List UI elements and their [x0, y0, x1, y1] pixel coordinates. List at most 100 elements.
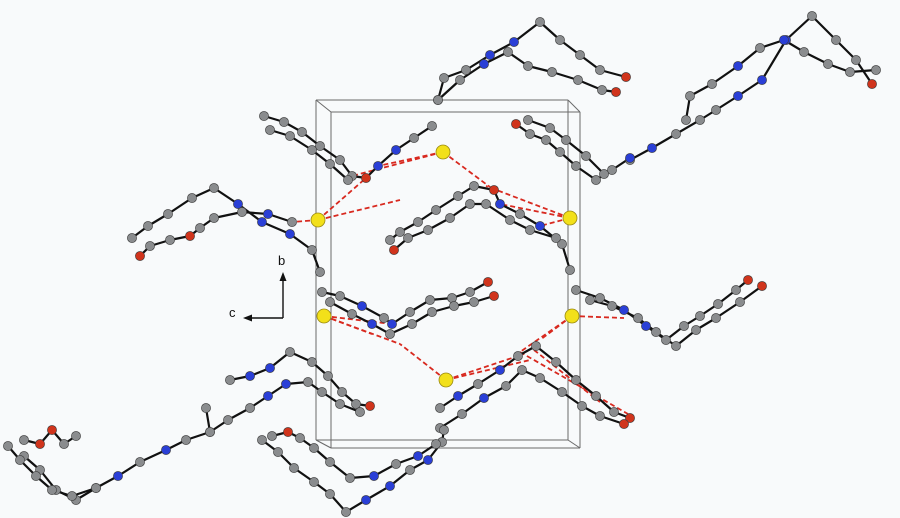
carbon-atom [439, 425, 449, 435]
carbon-atom [481, 199, 491, 209]
carbon-atom [609, 407, 619, 417]
carbon-atom [289, 463, 299, 473]
nitrogen-atom [647, 143, 657, 153]
carbon-atom [279, 117, 289, 127]
carbon-atom [325, 457, 335, 467]
hydrogen-bond [539, 217, 571, 227]
nitrogen-atom [423, 455, 433, 465]
nitrogen-atom [113, 471, 123, 481]
hydrogen-bond [445, 359, 531, 381]
carbon-atom [555, 35, 565, 45]
carbon-atom [711, 313, 721, 323]
carbon-atom [209, 213, 219, 223]
carbon-atom [531, 341, 541, 351]
nitrogen-atom [373, 161, 383, 171]
carbon-atom [237, 207, 247, 217]
nitrogen-atom [281, 379, 291, 389]
carbon-atom [871, 65, 881, 75]
carbon-atom [307, 245, 317, 255]
carbon-atom [581, 151, 591, 161]
carbon-atom [591, 391, 601, 401]
hydrogen-bond [351, 151, 444, 177]
carbon-atom [325, 297, 335, 307]
nitrogen-atom [263, 391, 273, 401]
nitrogen-atom [495, 199, 505, 209]
carbon-atom [651, 327, 661, 337]
carbon-atom [799, 47, 809, 57]
hydrogen-bond [442, 151, 495, 191]
carbon-atom [445, 213, 455, 223]
carbon-atom [433, 95, 443, 105]
carbon-atom [557, 387, 567, 397]
carbon-atom [145, 241, 155, 251]
carbon-atom [427, 307, 437, 317]
carbon-atom [577, 401, 587, 411]
carbon-atom [435, 403, 445, 413]
axis-indicator [243, 272, 287, 322]
carbon-atom [403, 233, 413, 243]
hydrogen-bond [533, 349, 601, 403]
hydrogen-bond [317, 177, 367, 221]
hydrogen-bond [499, 203, 571, 219]
carbon-atom [831, 35, 841, 45]
hydrogen-bond [317, 199, 401, 221]
carbon-atom [845, 67, 855, 77]
carbon-atom [259, 111, 269, 121]
carbon-atom [335, 291, 345, 301]
carbon-atom [341, 507, 351, 517]
nitrogen-atom [733, 91, 743, 101]
carbon-atom [561, 135, 571, 145]
nitrogen-atom [369, 471, 379, 481]
oxygen-atom [283, 427, 293, 437]
carbon-atom [315, 141, 325, 151]
oxygen-atom [361, 173, 371, 183]
carbon-atom [201, 403, 211, 413]
carbon-atom [695, 311, 705, 321]
carbon-atom [405, 307, 415, 317]
carbon-atom [309, 443, 319, 453]
nitrogen-atom [495, 365, 505, 375]
carbon-atom [31, 471, 41, 481]
carbon-atom [413, 217, 423, 227]
carbon-atom [317, 387, 327, 397]
carbon-atom [273, 447, 283, 457]
carbon-atom [523, 61, 533, 71]
nitrogen-atom [391, 145, 401, 155]
carbon-atom [807, 11, 817, 21]
carbon-atom [517, 365, 527, 375]
carbon-atom [181, 435, 191, 445]
carbon-atom [457, 409, 467, 419]
carbon-atom [595, 65, 605, 75]
bond [710, 64, 740, 86]
carbon-atom [541, 135, 551, 145]
carbon-atom [225, 375, 235, 385]
carbon-atom [427, 121, 437, 131]
hydrogen-bond [485, 185, 571, 219]
carbon-atom [385, 235, 395, 245]
atoms [3, 11, 881, 517]
hydrogen-bond [323, 315, 401, 345]
carbon-atom [661, 335, 671, 345]
carbon-atom [515, 209, 525, 219]
hydrogen-bonds [291, 151, 629, 415]
nitrogen-atom [733, 61, 743, 71]
bond [260, 220, 292, 236]
carbon-atom [355, 407, 365, 417]
carbon-atom [307, 357, 317, 367]
carbon-atom [335, 155, 345, 165]
carbon-atom [695, 115, 705, 125]
hydrogen-bond [571, 315, 625, 319]
carbon-atom [91, 483, 101, 493]
carbon-atom [195, 223, 205, 233]
sulfur-atom [310, 212, 326, 228]
nitrogen-atom [779, 35, 789, 45]
carbon-atom [685, 91, 695, 101]
unit-cell-edge [567, 439, 581, 449]
carbon-atom [351, 399, 361, 409]
carbon-atom [571, 375, 581, 385]
nitrogen-atom [263, 209, 273, 219]
oxygen-atom [365, 401, 375, 411]
carbon-atom [385, 329, 395, 339]
carbon-atom [595, 293, 605, 303]
